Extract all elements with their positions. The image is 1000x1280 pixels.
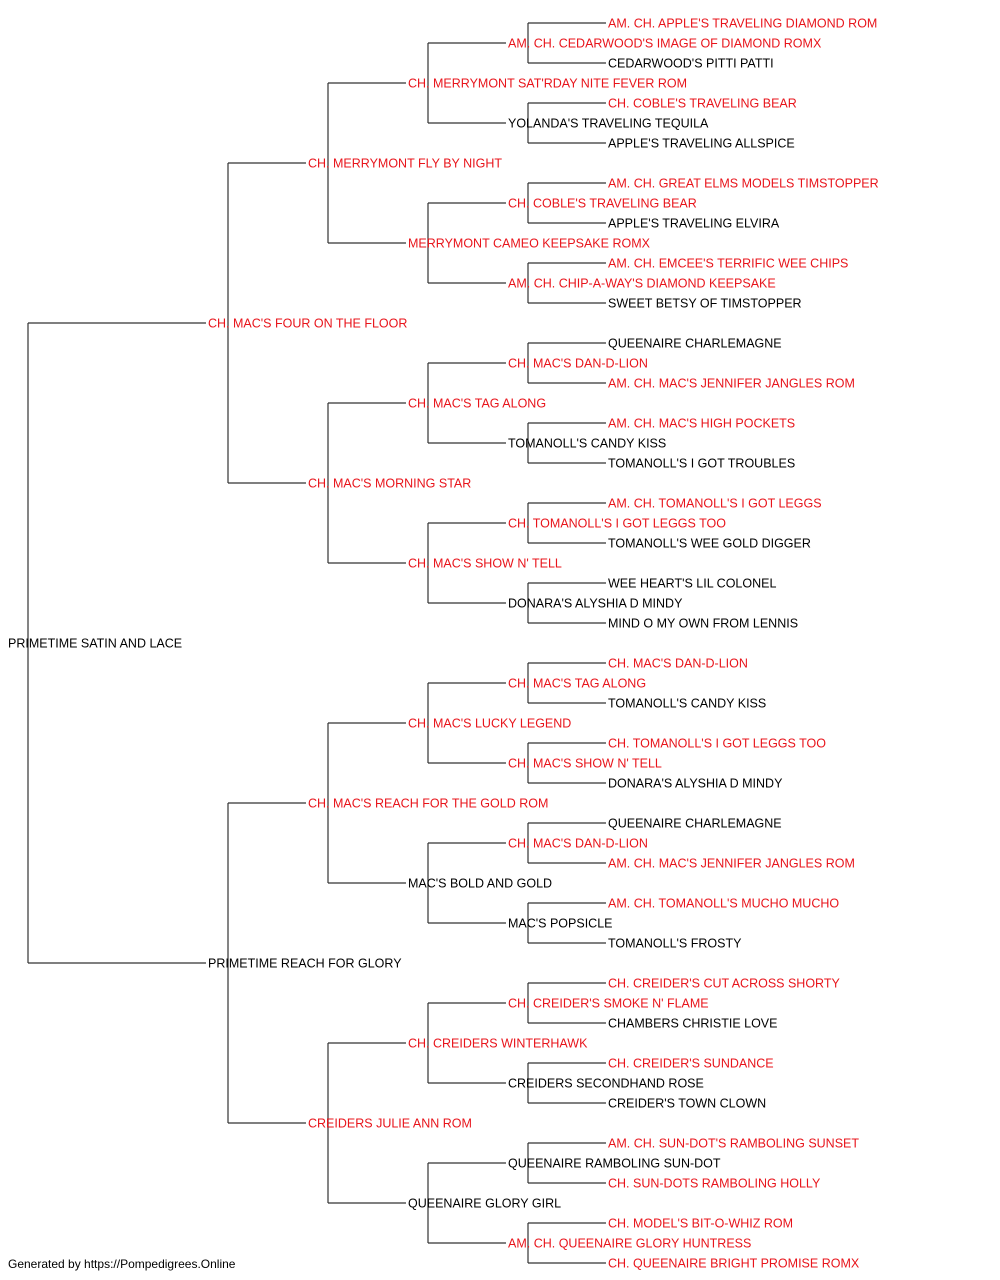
ancestor-name: CH. MAC'S MORNING STAR [308,477,471,491]
ancestor-name: CEDARWOOD'S PITTI PATTI [608,57,774,71]
ancestor-name: CH. MAC'S REACH FOR THE GOLD ROM [308,797,548,811]
ancestor-name: CH. CREIDER'S CUT ACROSS SHORTY [608,977,840,991]
ancestor-name: YOLANDA'S TRAVELING TEQUILA [508,117,709,131]
ancestor-name: TOMANOLL'S CANDY KISS [508,437,666,451]
ancestor-name: CH. MERRYMONT SAT'RDAY NITE FEVER ROM [408,77,687,91]
ancestor-name: CH. MAC'S DAN-D-LION [508,837,648,851]
ancestor-name: CH. MAC'S DAN-D-LION [508,357,648,371]
ancestor-name: CH. MAC'S LUCKY LEGEND [408,717,571,731]
ancestor-name: AM. CH. GREAT ELMS MODELS TIMSTOPPER [608,177,879,191]
ancestor-name: CH. SUN-DOTS RAMBOLING HOLLY [608,1177,821,1191]
ancestor-name: AM. CH. MAC'S HIGH POCKETS [608,417,795,431]
ancestor-name: CH. MAC'S DAN-D-LION [608,657,748,671]
ancestor-name: TOMANOLL'S I GOT TROUBLES [608,457,795,471]
ancestor-name: AM. CH. SUN-DOT'S RAMBOLING SUNSET [608,1137,859,1151]
ancestor-name: CH. MAC'S SHOW N' TELL [508,757,662,771]
ancestor-name: CH. MERRYMONT FLY BY NIGHT [308,157,502,171]
ancestor-name: CREIDER'S TOWN CLOWN [608,1097,766,1111]
ancestor-name: AM. CH. QUEENAIRE GLORY HUNTRESS [508,1237,751,1251]
ancestor-name: CH. MODEL'S BIT-O-WHIZ ROM [608,1217,793,1231]
ancestor-name: CH. MAC'S TAG ALONG [408,397,546,411]
ancestor-name: APPLE'S TRAVELING ALLSPICE [608,137,795,151]
ancestor-name: AM. CH. MAC'S JENNIFER JANGLES ROM [608,377,855,391]
ancestor-name: AM. CH. MAC'S JENNIFER JANGLES ROM [608,857,855,871]
ancestor-name: CH. CREIDER'S SMOKE N' FLAME [508,997,709,1011]
ancestor-name: CH. CREIDERS WINTERHAWK [408,1037,588,1051]
ancestor-name: AM. CH. APPLE'S TRAVELING DIAMOND ROM [608,17,877,31]
ancestor-name: QUEENAIRE CHARLEMAGNE [608,337,782,351]
ancestor-name: CH. MAC'S TAG ALONG [508,677,646,691]
ancestor-name: MIND O MY OWN FROM LENNIS [608,617,798,631]
ancestor-name: WEE HEART'S LIL COLONEL [608,577,776,591]
ancestor-name: TOMANOLL'S CANDY KISS [608,697,766,711]
ancestor-name: CH. TOMANOLL'S I GOT LEGGS TOO [508,517,726,531]
ancestor-name: CH. TOMANOLL'S I GOT LEGGS TOO [608,737,826,751]
ancestor-name: APPLE'S TRAVELING ELVIRA [608,217,780,231]
footer-credit: Generated by https://Pompedigrees.Online [8,1257,236,1271]
ancestor-name: CH. QUEENAIRE BRIGHT PROMISE ROMX [608,1257,860,1271]
ancestor-name: CH. COBLE'S TRAVELING BEAR [608,97,797,111]
ancestor-name: CH. CREIDER'S SUNDANCE [608,1057,774,1071]
ancestor-name: MERRYMONT CAMEO KEEPSAKE ROMX [408,237,651,251]
ancestor-name: CHAMBERS CHRISTIE LOVE [608,1017,777,1031]
ancestor-name: AM. CH. TOMANOLL'S I GOT LEGGS [608,497,822,511]
ancestor-name: CH. MAC'S FOUR ON THE FLOOR [208,317,407,331]
ancestor-name: TOMANOLL'S FROSTY [608,937,742,951]
ancestor-name: TOMANOLL'S WEE GOLD DIGGER [608,537,811,551]
ancestor-name: MAC'S POPSICLE [508,917,613,931]
ancestor-name: MAC'S BOLD AND GOLD [408,877,552,891]
ancestor-name: CREIDERS SECONDHAND ROSE [508,1077,704,1091]
ancestor-name: SWEET BETSY OF TIMSTOPPER [608,297,802,311]
ancestor-name: AM. CH. TOMANOLL'S MUCHO MUCHO [608,897,839,911]
ancestor-name: QUEENAIRE GLORY GIRL [408,1197,561,1211]
ancestor-name: CH. MAC'S SHOW N' TELL [408,557,562,571]
ancestor-name: AM. CH. CEDARWOOD'S IMAGE OF DIAMOND ROM… [508,37,822,51]
ancestor-name: QUEENAIRE RAMBOLING SUN-DOT [508,1157,721,1171]
ancestor-name: AM. CH. EMCEE'S TERRIFIC WEE CHIPS [608,257,848,271]
ancestor-name: CH. COBLE'S TRAVELING BEAR [508,197,697,211]
subject-dog-name: PRIMETIME SATIN AND LACE [8,637,182,651]
ancestor-name: DONARA'S ALYSHIA D MINDY [508,597,683,611]
ancestor-name: PRIMETIME REACH FOR GLORY [208,957,402,971]
ancestor-name: DONARA'S ALYSHIA D MINDY [608,777,783,791]
ancestor-name: CREIDERS JULIE ANN ROM [308,1117,472,1131]
ancestor-name: AM. CH. CHIP-A-WAY'S DIAMOND KEEPSAKE [508,277,776,291]
ancestor-name: QUEENAIRE CHARLEMAGNE [608,817,782,831]
